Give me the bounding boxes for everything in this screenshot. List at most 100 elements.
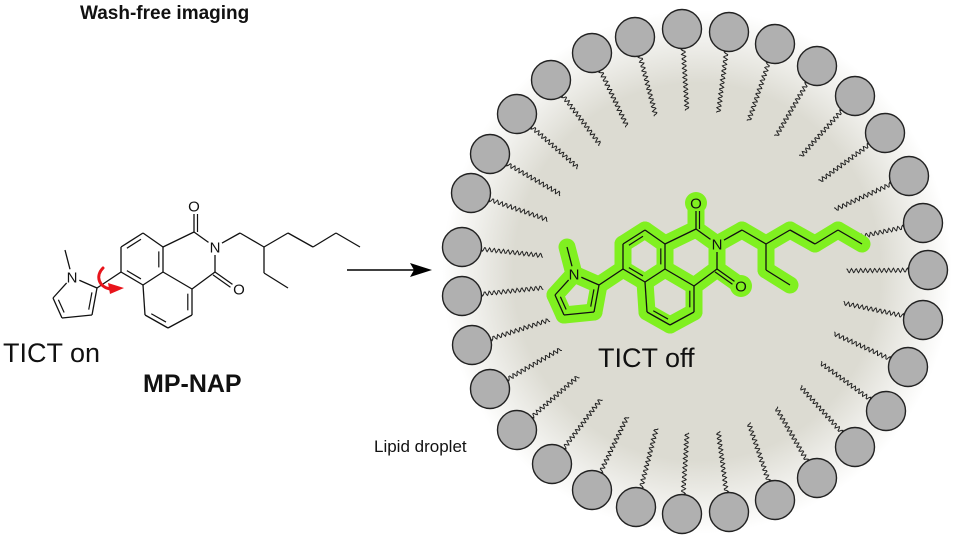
lipid-tail — [818, 142, 870, 182]
phospholipid — [614, 16, 658, 117]
phospholipid — [661, 8, 703, 111]
bond — [669, 311, 695, 326]
lipid-head — [865, 390, 907, 432]
lipid-head — [907, 249, 949, 291]
lipid-tail — [846, 267, 909, 274]
bond — [554, 294, 565, 316]
rotation-arrow-curve — [97, 266, 112, 291]
bond — [741, 229, 767, 245]
bond — [646, 311, 671, 326]
phospholipid — [441, 275, 544, 317]
bond — [91, 287, 98, 316]
bond — [598, 268, 624, 286]
lipid-tail — [843, 300, 905, 318]
carbonyl-oxygen-label: O — [233, 282, 245, 299]
bond — [693, 268, 718, 287]
phospholipid — [708, 430, 750, 533]
lipid-tail — [800, 385, 844, 433]
double-bond — [559, 296, 567, 310]
lipid-head — [530, 59, 572, 101]
lipid-tail — [480, 285, 544, 297]
lipid-head — [469, 368, 511, 410]
lipid-head — [571, 469, 613, 511]
tict-on-label: TICT on — [3, 338, 101, 368]
phospholipid — [846, 249, 949, 291]
bond — [622, 229, 646, 245]
bond — [52, 282, 68, 299]
lipid-head — [754, 23, 796, 65]
bond — [142, 232, 164, 248]
bond — [61, 314, 93, 319]
lipid-tail — [639, 428, 659, 489]
lipid-tail — [820, 361, 872, 400]
double-bond — [126, 270, 142, 280]
phospholipid — [747, 422, 796, 521]
lipid-tail — [598, 70, 629, 128]
bond — [221, 232, 241, 244]
lipid-tail — [563, 399, 603, 450]
bond — [120, 232, 144, 248]
lipid-droplet — [441, 8, 952, 535]
phospholipid — [820, 361, 907, 432]
bond — [644, 229, 666, 245]
bond — [167, 314, 193, 329]
double-bond — [57, 299, 65, 313]
bond — [563, 311, 595, 316]
bond — [644, 268, 666, 283]
phospholipid — [450, 172, 548, 223]
bond — [239, 232, 265, 248]
bond — [214, 271, 233, 285]
bond — [664, 228, 697, 245]
phospholipid — [842, 202, 944, 244]
phospholipid — [708, 11, 750, 113]
lipid-head — [754, 479, 796, 521]
lipid-head — [451, 324, 493, 366]
bond-skeleton — [554, 211, 863, 326]
tict-off-label: TICT off — [598, 343, 695, 373]
bond — [120, 271, 144, 286]
bond — [566, 246, 573, 267]
lipid-tail — [715, 50, 729, 113]
phospholipid — [469, 133, 561, 197]
carbonyl-double-bond — [714, 271, 733, 285]
lipid-head — [531, 443, 573, 485]
lipid-tail — [747, 422, 772, 482]
double-bond — [150, 313, 167, 323]
lipid-tail — [834, 331, 891, 360]
lipid-tail — [716, 430, 730, 494]
bond — [593, 284, 600, 313]
phospholipid — [834, 331, 929, 388]
double-bond — [88, 292, 93, 310]
lipid-head — [469, 133, 511, 175]
bond — [789, 229, 816, 245]
bond — [335, 232, 361, 248]
lipid-tail — [774, 82, 808, 136]
phospholipid — [571, 416, 630, 511]
bond — [193, 231, 209, 243]
lipid-head — [864, 112, 906, 154]
phospholipid — [746, 23, 796, 121]
lipid-head — [902, 299, 944, 341]
droplet-core — [442, 10, 952, 534]
phospholipid — [469, 348, 562, 410]
carbonyl-oxygen-label: O — [188, 199, 200, 216]
lipid-droplet-label: Lipid droplet — [374, 437, 467, 456]
bond — [716, 268, 735, 282]
bond — [142, 271, 164, 286]
lipid-tail — [599, 416, 630, 473]
lipid-tail — [833, 181, 892, 211]
lipid-head — [661, 8, 703, 50]
phospholipid — [800, 385, 876, 468]
pyrrole-nitrogen-label: N — [67, 270, 78, 287]
lipid-tail — [488, 198, 548, 223]
phospholipid — [496, 376, 580, 451]
figure-title: Wash-free imaging — [80, 3, 250, 24]
bond — [162, 271, 193, 290]
lipid-head — [615, 486, 657, 528]
lipid-head — [708, 11, 750, 53]
lipid-tail — [480, 246, 544, 259]
lipid-tail — [506, 348, 562, 382]
